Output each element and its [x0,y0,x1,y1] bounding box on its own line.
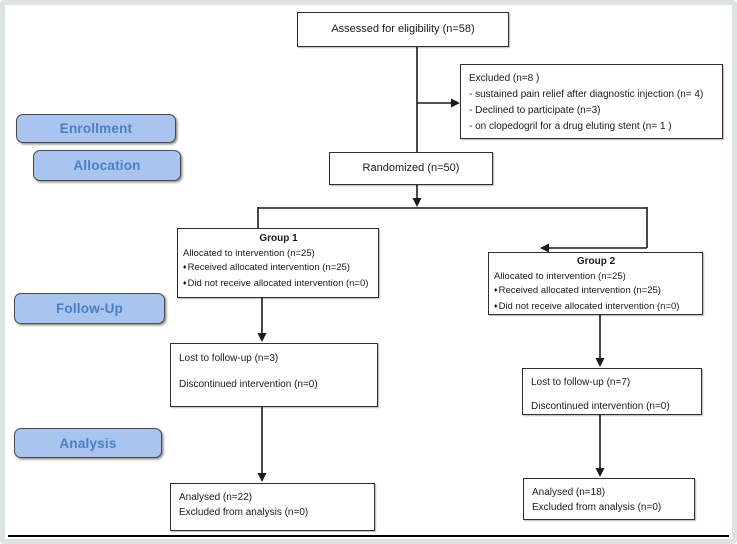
analysed-line: Analysed (n=18) [532,487,606,498]
diamond-bullet-icon: ♦ [494,287,498,294]
stage-label-allocation: Allocation [33,150,181,181]
bullet-text: Received allocated intervention (n=25) [498,285,661,296]
arrowhead-analysed-left [257,473,267,482]
box-analysed-left: Analysed (n=22) Excluded from analysis (… [170,483,375,531]
lost-to-followup-line: Lost to follow-up (n=7) [531,377,631,388]
discontinued-line: Discontinued intervention (n=0) [531,400,670,412]
bullet-text: Received allocated intervention (n=25) [187,262,350,273]
diamond-bullet-icon: ♦ [183,279,187,287]
stage-label-followup: Follow-Up [14,293,165,324]
bullet-line: ♦ Did not receive allocated intervention… [494,300,698,316]
box-text: Assessed for eligibility (n=58) [331,23,475,36]
excluded-reason: - on clopedogril for a drug eluting sten… [469,121,672,132]
bullet-line: ♦ Received allocated intervention (n=25) [183,261,374,277]
arrowhead-group1-followup [257,333,267,342]
excluded-reason: - Declined to participate (n=3) [469,105,601,116]
box-followup-right: Lost to follow-up (n=7) Discontinued int… [522,368,702,415]
stage-label-text: Allocation [73,158,141,173]
stage-label-text: Follow-Up [55,301,124,316]
group-title: Group 1 [259,233,298,244]
arrowhead-randomized-down [412,198,422,207]
bullet-line: ♦ Received allocated intervention (n=25) [494,284,698,300]
discontinued-line: Discontinued intervention (n=0) [179,378,318,390]
excluded-from-analysis-line: Excluded from analysis (n=0) [532,502,662,513]
box-group1-allocation: Group 1 Allocated to intervention (n=25)… [177,228,379,298]
bullet-text: Did not receive allocated intervention (… [187,277,369,289]
box-text: Randomized (n=50) [362,162,460,175]
stage-label-analysis: Analysis [14,428,162,458]
box-group2-allocation: Group 2 Allocated to intervention (n=25)… [488,252,703,315]
diamond-bullet-icon: ♦ [183,264,187,271]
allocation-line: Allocated to intervention (n=25) [183,247,315,259]
bullet-line: ♦ Did not receive allocated intervention… [183,277,374,293]
stage-label-text: Analysis [59,435,117,451]
arrowhead-analysed-right [595,468,605,477]
allocation-line: Allocated to intervention (n=25) [494,270,626,282]
box-analysed-right: Analysed (n=18) Excluded from analysis (… [523,478,695,520]
stage-label-enrollment: Enrollment [16,114,176,143]
analysed-line: Analysed (n=22) [179,492,253,503]
lost-to-followup-line: Lost to follow-up (n=3) [179,353,279,364]
stage-label-text: Enrollment [59,121,133,136]
excluded-title: Excluded (n=8 ) [469,73,540,84]
excluded-reason: - sustained pain relief after diagnostic… [469,89,704,100]
bullet-text: Did not receive allocated intervention (… [498,300,680,312]
arrowhead-group2-followup [595,358,605,367]
box-assessed-for-eligibility: Assessed for eligibility (n=58) [297,12,509,47]
arrowhead-to-excluded [451,98,460,108]
bottom-rule [8,535,729,537]
excluded-from-analysis-line: Excluded from analysis (n=0) [179,507,309,518]
box-excluded: Excluded (n=8 ) - sustained pain relief … [460,64,723,139]
box-followup-left: Lost to follow-up (n=3) Discontinued int… [170,343,378,407]
box-randomized: Randomized (n=50) [329,152,493,185]
diamond-bullet-icon: ♦ [494,302,498,310]
group-title: Group 2 [576,256,616,267]
